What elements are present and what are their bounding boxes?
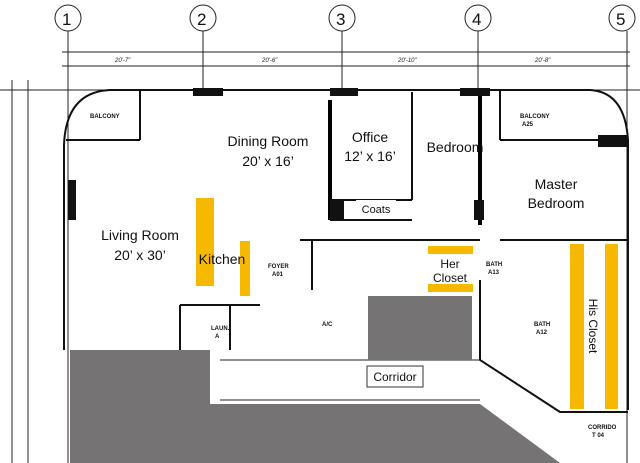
master-bedroom-label-line2: Bedroom <box>528 195 585 211</box>
laundry-code: A <box>215 334 220 340</box>
coats-label: Coats <box>362 204 391 216</box>
office-label: Office <box>352 129 389 145</box>
laundry-label: LAUN. <box>211 326 230 332</box>
dining-room-size: 20’ x 16’ <box>242 153 294 169</box>
living-room-label: Living Room <box>101 227 179 243</box>
dimension-3-4: 20'-10" <box>397 58 417 64</box>
ac-label: A/C <box>322 322 333 328</box>
grid-marker-2: 2 <box>197 10 206 29</box>
masked-area-bottom <box>70 350 560 463</box>
kitchen-counter-highlight <box>240 241 250 296</box>
his-closet-highlight-left <box>570 244 584 409</box>
bedroom-label: Bedroom <box>427 139 484 155</box>
balcony-right-label: BALCONY <box>520 114 550 120</box>
dimension-1-2: 20'-7" <box>114 58 131 64</box>
grid-marker-3: 3 <box>336 10 345 29</box>
masked-areas <box>70 296 560 463</box>
bath-a12-code: A12 <box>536 330 548 336</box>
corridor-t04-label: CORRIDO <box>588 425 617 431</box>
corridor-t04-code: T 04 <box>592 433 605 439</box>
his-closet-label: His Closet <box>586 299 600 354</box>
dimension-2-3: 20'-6" <box>261 58 278 64</box>
her-closet-label-line1: Her <box>440 257 459 271</box>
masked-area-center <box>368 296 472 360</box>
grid-marker-4: 4 <box>472 10 481 29</box>
dimension-4-5: 20'-8" <box>534 58 551 64</box>
her-closet-highlight-bottom <box>428 284 473 292</box>
office-size: 12’ x 16’ <box>344 148 396 164</box>
corridor-label: Corridor <box>373 370 416 384</box>
bath-a13-code: A13 <box>488 270 500 276</box>
room-labels: BALCONY BALCONY A25 Dining Room 20’ x 16… <box>90 114 617 439</box>
bath-a13-label: BATH <box>486 262 502 268</box>
his-closet-highlight-right <box>605 244 618 409</box>
kitchen-label: Kitchen <box>199 251 246 267</box>
balcony-left-label: BALCONY <box>90 114 120 120</box>
her-closet-label-line2: Closet <box>433 271 468 285</box>
living-room-size: 20’ x 30’ <box>114 247 166 263</box>
highlights <box>196 198 618 409</box>
her-closet-highlight-top <box>428 246 473 254</box>
foyer-code: A01 <box>272 272 284 278</box>
grid-marker-1: 1 <box>62 10 71 29</box>
grid-marker-5: 5 <box>616 10 625 29</box>
kitchen-highlight <box>196 198 214 286</box>
dining-room-label: Dining Room <box>228 133 309 149</box>
master-bedroom-label-line1: Master <box>535 176 578 192</box>
corridor-label-box <box>366 365 424 388</box>
foyer-label: FOYER <box>268 264 289 270</box>
balcony-right-code: A25 <box>522 122 534 128</box>
walls <box>63 88 629 413</box>
bath-a12-label: BATH <box>534 322 550 328</box>
